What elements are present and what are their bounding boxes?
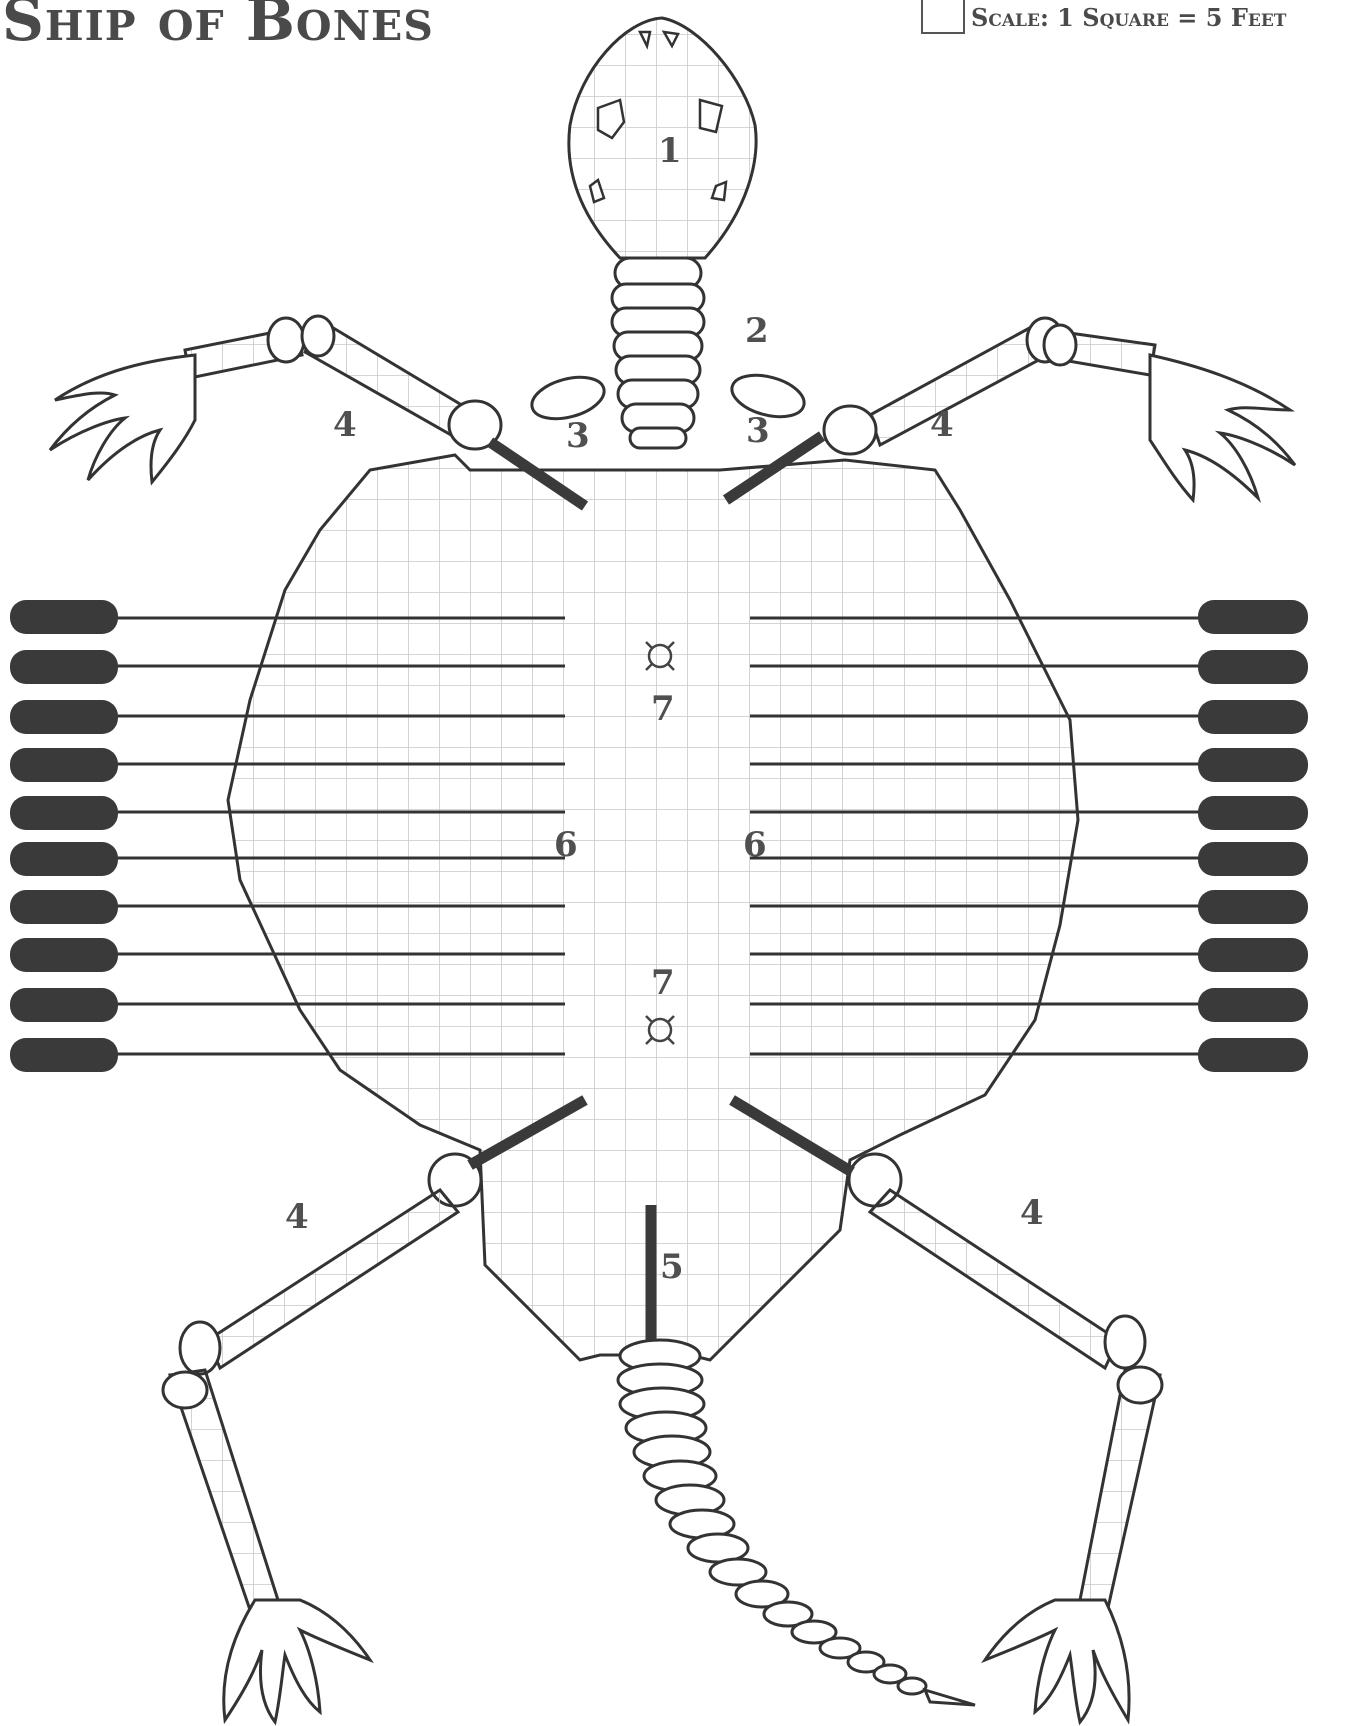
label-area-5: 5 bbox=[660, 1247, 684, 1287]
hind-right-leg bbox=[849, 1154, 1162, 1722]
label-area-3-left: 3 bbox=[566, 416, 590, 456]
label-area-4-lower-right: 4 bbox=[1020, 1193, 1044, 1233]
oar-blades-right bbox=[1198, 600, 1308, 1072]
front-left-flipper bbox=[50, 316, 501, 482]
label-area-6-right: 6 bbox=[743, 825, 767, 865]
neck-vertebrae bbox=[612, 258, 704, 448]
label-area-3-right: 3 bbox=[746, 411, 770, 451]
label-area-4-lower-left: 4 bbox=[285, 1197, 309, 1237]
label-area-6-left: 6 bbox=[554, 825, 578, 865]
scale-square-icon bbox=[921, 0, 965, 34]
oar-blades-left bbox=[10, 600, 118, 1072]
label-area-1: 1 bbox=[658, 131, 682, 171]
label-area-7-lower: 7 bbox=[651, 963, 675, 1003]
map-title: Ship of Bones bbox=[2, 0, 434, 54]
scale-legend: Scale: 1 Square = 5 Feet bbox=[921, 0, 1286, 34]
scale-text: Scale: 1 Square = 5 Feet bbox=[971, 3, 1286, 32]
hind-left-leg bbox=[163, 1154, 481, 1722]
label-area-4-upper-left: 4 bbox=[333, 405, 357, 445]
label-area-2: 2 bbox=[745, 311, 769, 351]
label-area-4-upper-right: 4 bbox=[930, 405, 954, 445]
label-area-7-upper: 7 bbox=[651, 689, 675, 729]
tail-vertebrae bbox=[618, 1340, 975, 1705]
